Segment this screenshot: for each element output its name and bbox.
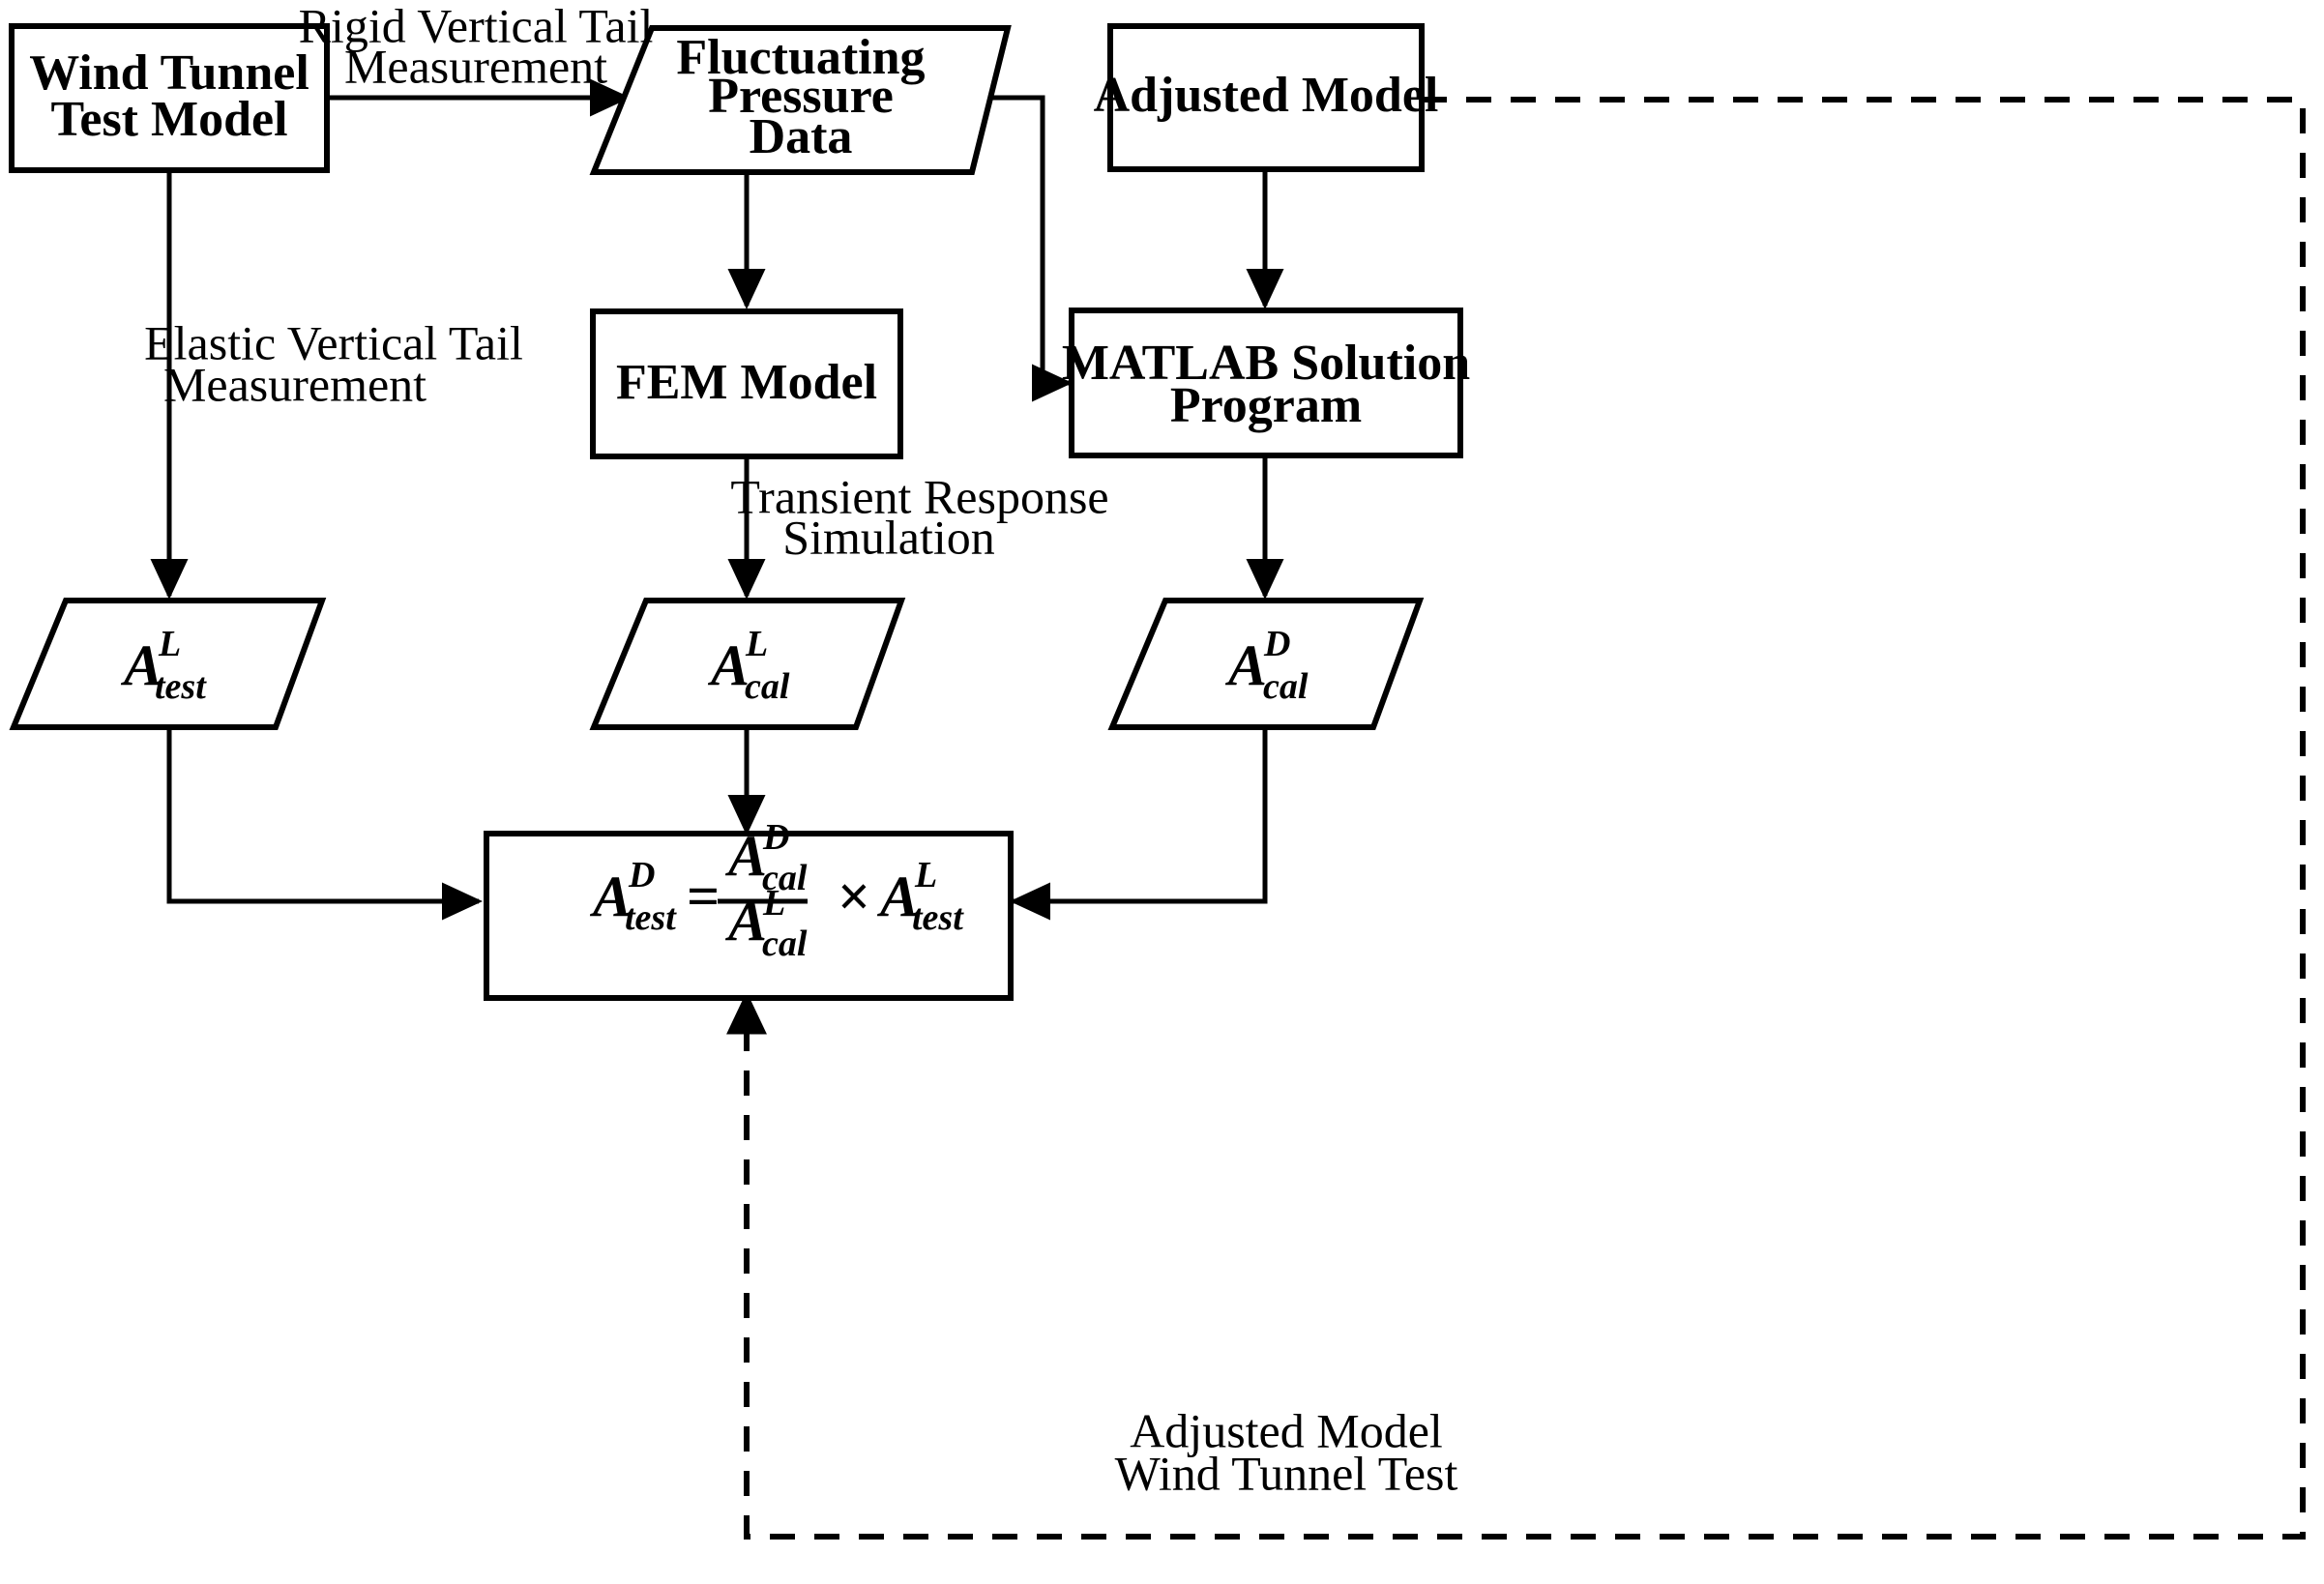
node-adjusted-model[interactable]: Adjusted Model — [1094, 23, 1439, 172]
adjusted-model-wind-tunnel-test-line2: Wind Tunnel Test — [1115, 1446, 1458, 1500]
wind-tunnel-test-model-label-line1: Wind Tunnel — [29, 45, 309, 101]
node-a-l-test[interactable]: A L test — [9, 598, 327, 730]
elastic-vertical-tail-measurement-line1: Elastic Vertical Tail — [144, 315, 523, 369]
formula-denominator-subscript: cal — [762, 924, 808, 964]
a-l-cal-math: A L cal — [707, 624, 790, 707]
rigid-vertical-tail-measurement-line2: Measurement — [344, 39, 607, 93]
node-fem-model[interactable]: FEM Model — [590, 308, 903, 459]
formula-denominator-symbol: A — [724, 889, 767, 953]
transient-response-simulation-line1: Transient Response — [730, 469, 1108, 523]
wind-tunnel-test-model-box[interactable] — [9, 23, 330, 173]
a-l-test-superscript: L — [158, 624, 181, 664]
node-matlab-solution-program[interactable]: MATLAB Solution Program — [1062, 308, 1470, 458]
a-l-cal-subscript: cal — [745, 666, 790, 707]
edge-adjusted-model-feedback — [726, 97, 2306, 1540]
rigid-vertical-tail-measurement-line1: Rigid Vertical Tail — [299, 0, 654, 52]
label-adjusted-model-wind-tunnel-test: Adjusted Model Wind Tunnel Test — [1115, 1403, 1458, 1500]
matlab-solution-program-label-line1: MATLAB Solution — [1062, 336, 1470, 391]
edge-altest-to-formula — [166, 730, 484, 921]
a-l-cal-symbol: A — [707, 633, 750, 697]
adjusted-model-label: Adjusted Model — [1094, 68, 1439, 123]
formula-numerator-symbol: A — [724, 824, 767, 888]
formula-equals: = — [687, 865, 720, 928]
adjusted-model-box[interactable] — [1107, 23, 1425, 172]
formula-numerator-subscript: cal — [762, 858, 808, 898]
adjusted-model-wind-tunnel-test-line1: Adjusted Model — [1130, 1403, 1443, 1457]
fem-model-label: FEM Model — [616, 355, 877, 410]
node-formula-box[interactable]: A D test = A D cal A L cal × A L test — [484, 817, 1014, 1001]
fluctuating-pressure-data-label-line2: Pressure — [708, 69, 894, 124]
formula-lhs-symbol: A — [589, 865, 632, 928]
node-fluctuating-pressure-data[interactable]: Fluctuating Pressure Data — [589, 25, 1012, 175]
label-rigid-vertical-tail-measurement: Rigid Vertical Tail Measurement — [299, 0, 654, 93]
label-elastic-vertical-tail-measurement: Elastic Vertical Tail Measurement — [144, 315, 523, 411]
a-d-cal-symbol: A — [1224, 633, 1267, 697]
formula-times-operator: × — [838, 865, 870, 928]
node-a-l-cal[interactable]: A L cal — [589, 598, 906, 730]
node-a-d-cal[interactable]: A D cal — [1107, 598, 1425, 730]
elastic-vertical-tail-measurement-line2: Measurement — [163, 357, 427, 411]
matlab-solution-program-label-line2: Program — [1170, 378, 1362, 433]
a-d-cal-shape[interactable] — [1107, 598, 1425, 730]
a-l-test-math: A L test — [120, 624, 207, 707]
fluctuating-pressure-data-shape[interactable] — [589, 25, 1012, 175]
a-d-cal-math: A D cal — [1224, 624, 1309, 707]
fem-model-box[interactable] — [590, 308, 903, 459]
formula-rhs-symbol: A — [876, 865, 919, 928]
formula-lhs-subscript: test — [625, 897, 677, 938]
label-transient-response-simulation: Transient Response Simulation — [730, 469, 1108, 564]
node-wind-tunnel-test-model[interactable]: Wind Tunnel Test Model — [9, 23, 330, 173]
a-d-cal-subscript: cal — [1263, 666, 1309, 707]
formula-lhs-superscript: D — [628, 855, 655, 895]
formula-denominator-superscript: L — [762, 883, 785, 924]
wind-tunnel-test-model-label-line2: Test Model — [50, 92, 287, 147]
formula-numerator-superscript: D — [762, 817, 789, 858]
formula-box-rect[interactable] — [484, 831, 1014, 1001]
formula-rhs-subscript: test — [912, 897, 964, 938]
a-l-test-shape[interactable] — [9, 598, 327, 730]
fluctuating-pressure-data-label-line3: Data — [750, 109, 853, 164]
fluctuating-pressure-data-label-line1: Fluctuating — [676, 30, 925, 85]
edge-fpd-to-matlab — [972, 95, 1074, 402]
formula-rhs-superscript: L — [914, 855, 937, 895]
matlab-solution-program-box[interactable] — [1069, 308, 1463, 458]
transient-response-simulation-line2: Simulation — [782, 510, 994, 564]
a-d-cal-superscript: D — [1263, 624, 1290, 664]
formula-expression: A D test = A D cal A L cal × A L test — [589, 817, 964, 964]
a-l-test-symbol: A — [120, 633, 162, 697]
a-l-cal-shape[interactable] — [589, 598, 906, 730]
edge-adcal-to-formula — [1009, 730, 1268, 921]
a-l-cal-superscript: L — [745, 624, 768, 664]
a-l-test-subscript: test — [155, 666, 207, 707]
